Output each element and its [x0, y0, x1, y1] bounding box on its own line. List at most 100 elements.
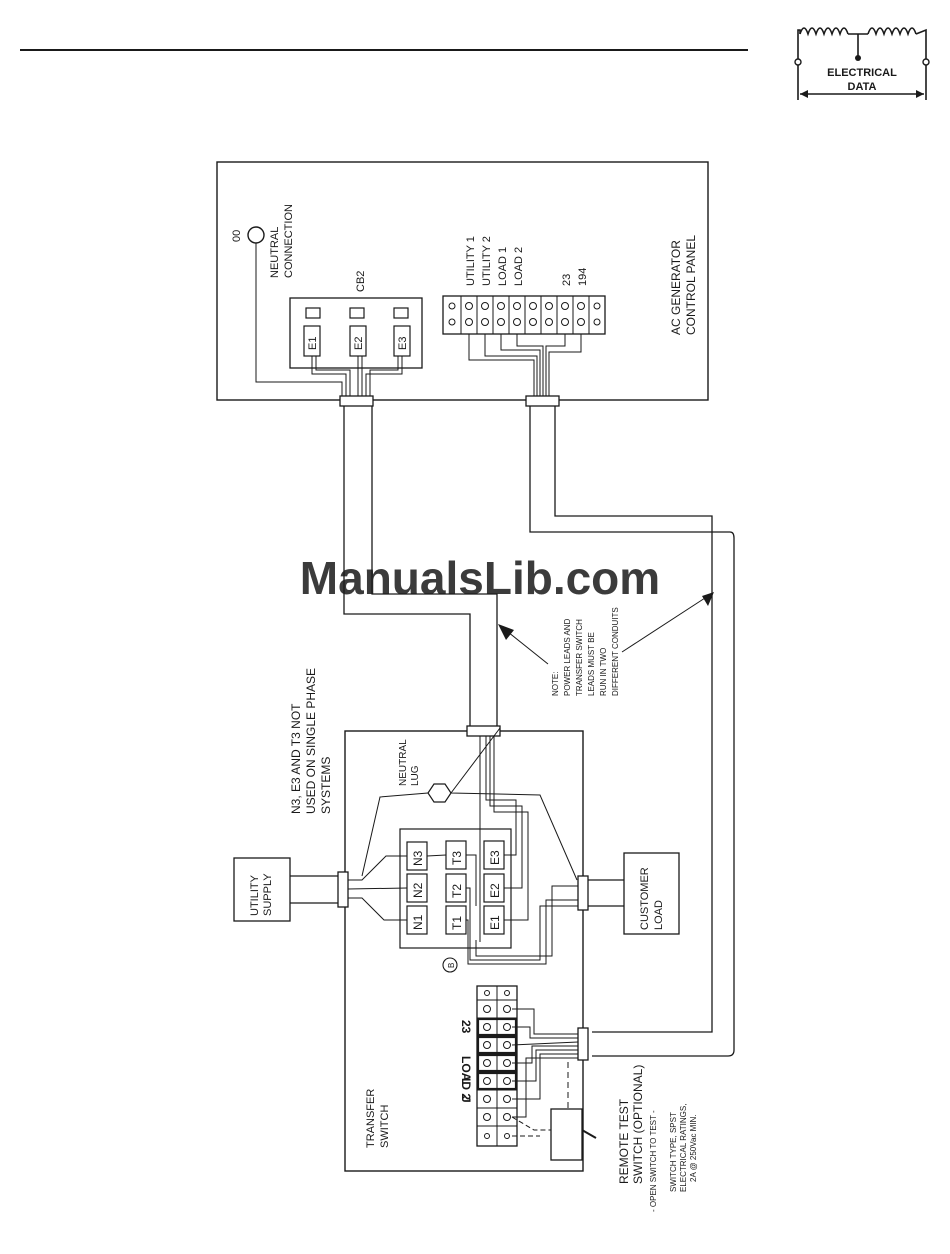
conduit-note: NOTE: POWER LEADS AND TRANSFER SWITCH LE…	[551, 607, 620, 696]
svg-text:SUPPLY: SUPPLY	[262, 873, 274, 916]
svg-text:N1: N1	[411, 914, 425, 930]
strip-label-23: 23	[459, 1020, 473, 1034]
terminal-label-utility-1: UTILITY 1	[465, 236, 477, 286]
conduit-bushing-control	[525, 395, 560, 407]
svg-text:E1: E1	[307, 337, 319, 350]
svg-text:E3: E3	[397, 337, 409, 350]
utility-supply-box	[233, 857, 291, 922]
svg-text:2A @ 250Vac MIN.: 2A @ 250Vac MIN.	[689, 1114, 698, 1182]
svg-text:NEUTRAL: NEUTRAL	[398, 739, 409, 786]
svg-text:DIFFERENT CONDUITS: DIFFERENT CONDUITS	[611, 607, 620, 696]
coil-right-icon	[867, 27, 917, 37]
breaker-switches	[305, 307, 409, 319]
terminal-label-194: 194	[577, 268, 589, 286]
panel-title: AC GENERATOR CONTROL PANEL	[669, 235, 698, 335]
contact-n2: N2	[406, 873, 428, 903]
svg-text:TRANSFER SWITCH: TRANSFER SWITCH	[575, 619, 584, 696]
panel-control-leads	[468, 334, 582, 398]
utility-conduit	[290, 875, 340, 904]
svg-text:E3: E3	[488, 850, 502, 865]
coil-left-icon	[799, 27, 849, 37]
remote-test-switch-box	[550, 1108, 583, 1161]
contactor-wiring	[347, 736, 578, 965]
watermark: ManualsLib.com	[300, 552, 660, 604]
contact-e3: E3	[483, 840, 505, 870]
breaker-cb2	[289, 297, 423, 369]
customer-load-box	[623, 852, 680, 935]
terminal-label-load-1: LOAD 1	[497, 247, 509, 286]
svg-text:N2: N2	[411, 882, 425, 898]
svg-text:E1: E1	[488, 915, 502, 930]
control-conduit-path	[529, 406, 735, 1057]
control-conduit	[530, 406, 718, 1043]
bonding-marker	[442, 957, 458, 973]
neutral-terminal-label: 00	[231, 230, 243, 242]
utility-bushing	[337, 871, 349, 908]
svg-text:ELECTRICAL RATINGS,: ELECTRICAL RATINGS,	[679, 1104, 688, 1192]
switch-terminal-block	[476, 985, 518, 1147]
strip-label-load-2: LOAD 2	[459, 1056, 473, 1100]
svg-text:NEUTRAL: NEUTRAL	[269, 227, 281, 278]
strip-label-l: L	[459, 1078, 473, 1085]
neutral-lug-label: NEUTRAL LUG	[398, 739, 421, 786]
terminal-label-23: 23	[561, 274, 573, 286]
load-bushing	[577, 875, 589, 911]
svg-text:USED ON SINGLE PHASE: USED ON SINGLE PHASE	[304, 668, 318, 814]
contact-t2: T2	[445, 873, 467, 903]
contact-t1: T1	[445, 905, 467, 935]
svg-text:SYSTEMS: SYSTEMS	[319, 757, 333, 814]
contact-n1: N1	[406, 905, 428, 935]
breaker-terminal-e2: E2	[349, 325, 367, 357]
breaker-label: CB2	[355, 271, 367, 292]
svg-text:T2: T2	[450, 884, 464, 898]
svg-text:T1: T1	[450, 916, 464, 930]
svg-text:LEADS MUST BE: LEADS MUST BE	[587, 632, 596, 696]
remote-test-label: REMOTE TEST SWITCH (OPTIONAL) - OPEN SWI…	[617, 1065, 698, 1212]
svg-text:POWER LEADS AND: POWER LEADS AND	[563, 618, 572, 696]
neutral-lug-wires	[361, 727, 578, 881]
svg-text:TRANSFER: TRANSFER	[365, 1089, 377, 1148]
note-arrow-left	[507, 631, 549, 665]
breaker-terminal-e3: E3	[393, 325, 411, 357]
svg-text:REMOTE TEST: REMOTE TEST	[617, 1098, 631, 1184]
svg-text:- OPEN SWITCH TO TEST -: - OPEN SWITCH TO TEST -	[649, 1110, 658, 1212]
badge-line2: DATA	[848, 81, 877, 93]
neutral-terminal-icon	[247, 226, 265, 244]
svg-text:RUN IN TWO: RUN IN TWO	[599, 648, 608, 696]
badge-line1: ELECTRICAL	[827, 67, 897, 79]
breaker-leads	[311, 356, 403, 398]
note-arrowhead-left-icon	[498, 624, 514, 640]
breaker-terminal-e1: E1	[303, 325, 321, 357]
transfer-conduit-bushing	[466, 725, 501, 737]
utility-supply-label: UTILITY SUPPLY	[249, 873, 274, 916]
svg-text:N3, E3 AND T3 NOT: N3, E3 AND T3 NOT	[289, 703, 303, 814]
transfer-switch-title: TRANSFER SWITCH	[365, 1089, 391, 1148]
panel-title-line1: AC GENERATOR	[669, 240, 683, 335]
contact-e2: E2	[483, 873, 505, 903]
svg-text:E2: E2	[488, 883, 502, 898]
single-phase-note: N3, E3 AND T3 NOT USED ON SINGLE PHASE S…	[289, 668, 333, 814]
neutral-lug-icon	[427, 783, 452, 803]
control-bushing-switch	[577, 1027, 589, 1061]
customer-load-label: CUSTOMER LOAD	[639, 867, 665, 930]
svg-text:NOTE:: NOTE:	[551, 672, 560, 696]
contact-n3: N3	[406, 841, 428, 871]
note-arrowhead-right-icon	[702, 592, 714, 606]
contact-e1: E1	[483, 905, 505, 935]
contact-t3: T3	[445, 840, 467, 870]
terminal-label-utility-2: UTILITY 2	[481, 236, 493, 286]
svg-text:SWITCH: SWITCH	[379, 1105, 391, 1148]
strip-label-j: J	[459, 1096, 473, 1103]
power-conduit	[343, 406, 498, 728]
svg-text:SWITCH TYPE, SPST: SWITCH TYPE, SPST	[669, 1112, 678, 1192]
electrical-data-badge: ELECTRICAL DATA	[794, 27, 930, 100]
control-panel-box	[216, 161, 709, 401]
svg-text:CUSTOMER: CUSTOMER	[639, 867, 651, 930]
conduit-bushing-power	[339, 395, 374, 407]
svg-text:N3: N3	[411, 850, 425, 866]
transfer-switch-box	[344, 730, 584, 1172]
neutral-connection-label: NEUTRAL CONNECTION	[269, 204, 295, 278]
note-arrow-right	[621, 597, 706, 653]
remote-test-toggle-icon	[581, 1129, 597, 1139]
